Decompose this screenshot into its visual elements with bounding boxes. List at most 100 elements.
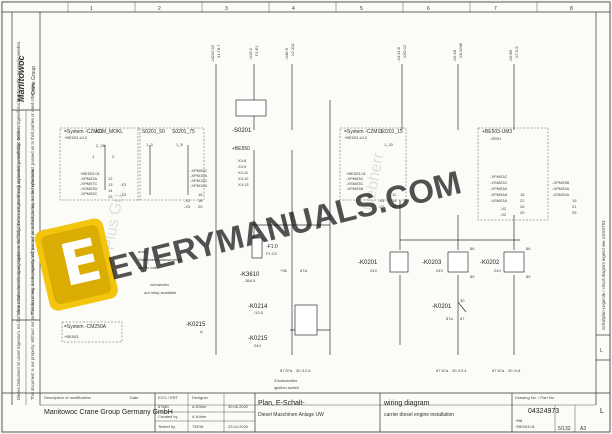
svg-text:X4:9: X4:9 <box>238 164 247 169</box>
svg-text:Startrelais/Anlasserrelais: Startrelais/Anlasserrelais <box>138 257 182 262</box>
right-legend-strip: Schaltplan-Legende / circuit diagram leg… <box>595 12 610 405</box>
svg-text:14: 14 <box>392 198 397 203</box>
svg-text:=System -CZM11: =System -CZM11 <box>64 129 103 135</box>
relay-k0214-coil <box>294 304 318 336</box>
svg-text:-XPM10A: -XPM10A <box>190 173 207 178</box>
svg-text:+36: +36 <box>280 268 288 273</box>
svg-text:87 87a: 87 87a <box>492 368 505 373</box>
svg-text:-X3: -X3 <box>184 204 191 209</box>
svg-text:ECO / ERT: ECO / ERT <box>158 395 178 400</box>
svg-text:+BE503.01: +BE503.01 <box>346 171 367 176</box>
legal-text-de: Dieses Dokument ist unser Eigentum. Es d… <box>16 41 21 315</box>
svg-text:30: 30 <box>460 298 465 303</box>
relay-k0201-contact-label: -K0201 <box>432 304 452 310</box>
svg-text:1: 1 <box>92 154 95 159</box>
relay-k3610-label: -K3610 <box>240 272 260 278</box>
svg-text:Description of modification: Description of modification <box>44 395 91 400</box>
svg-text:X4:11: X4:11 <box>238 170 249 175</box>
title-block: Description of modification Date Manitow… <box>2 392 610 432</box>
column-number: 5 <box>360 6 363 12</box>
svg-text:11: 11 <box>392 192 397 197</box>
svg-text:auto...: auto... <box>138 249 149 254</box>
svg-text:-XSM03C: -XSM03C <box>346 181 363 186</box>
svg-text:-XPM03B: -XPM03B <box>552 180 569 185</box>
column-number: 8 <box>570 6 573 12</box>
svg-text:-X4E:6: -X4E:6 <box>284 47 289 60</box>
brand-subtitle: Crane Group <box>31 66 37 95</box>
column-number: 4 <box>292 6 295 12</box>
svg-text:-XPM03A: -XPM03A <box>80 176 97 181</box>
svg-text:ignition switch: ignition switch <box>274 385 299 390</box>
svg-text:30 /12.6: 30 /12.6 <box>296 368 311 373</box>
revision: L <box>600 408 604 415</box>
svg-text:-XPM05C: -XPM05C <box>190 168 207 173</box>
column-ruler: 1 2 3 4 5 6 7 8 <box>67 2 573 12</box>
svg-text:Designer: Designer <box>192 395 209 400</box>
svg-text:19: 19 <box>392 204 397 209</box>
svg-text:87A: 87A <box>300 268 307 273</box>
svg-text:87a: 87a <box>446 316 453 321</box>
svg-text:14: 14 <box>108 188 113 193</box>
column-number: 6 <box>427 6 430 12</box>
top-references: -M202:93 31:T8.7 -X16:4 F1:E1 -X4E:6 X2:… <box>210 42 519 62</box>
svg-text:Date: Date <box>130 395 139 400</box>
svg-text:X7:0.8: X7:0.8 <box>514 46 519 58</box>
svg-text:-XPM10D: -XPM10D <box>190 183 207 188</box>
title-en: wiring diagram <box>383 400 430 407</box>
svg-text:=System -CZM11: =System -CZM11 <box>344 129 383 135</box>
relay-k0201-coil <box>389 251 409 273</box>
svg-text:30 /4.8: 30 /4.8 <box>508 368 521 373</box>
svg-text:A.Kötne: A.Kötne <box>192 404 207 409</box>
svg-text:-F1:0: -F1:0 <box>266 244 278 250</box>
relay-k0202-label: -K0202 <box>480 260 500 266</box>
svg-text:+BE550: +BE550 <box>232 146 250 152</box>
svg-text:1_20: 1_20 <box>384 142 394 147</box>
relay-k0202-coil <box>503 251 525 273</box>
svg-text:2_28: 2_28 <box>96 143 106 148</box>
svg-text:22: 22 <box>520 198 525 203</box>
svg-text:-364.5: -364.5 <box>244 278 256 283</box>
svg-text:20: 20 <box>520 210 525 215</box>
company-name: Manitowoc Crane Group Germany GmbH <box>44 409 173 416</box>
subtitle-en: carrier diesel engine installation <box>384 412 454 418</box>
svg-text:S0201_15: S0201_15 <box>380 129 403 135</box>
svg-text:13: 13 <box>108 182 113 187</box>
svg-text:24V: 24V <box>494 268 501 273</box>
svg-text:-XPM10C: -XPM10C <box>190 178 207 183</box>
svg-text:-XPM03A: -XPM03A <box>552 186 569 191</box>
strip-code: L <box>600 348 603 354</box>
svg-text:26: 26 <box>520 204 525 209</box>
svg-text:86: 86 <box>470 246 475 251</box>
svg-text:S0201_75: S0201_75 <box>172 129 195 135</box>
wires <box>60 64 520 355</box>
svg-text:20: 20 <box>198 204 203 209</box>
svg-text:-XSM03A: -XSM03A <box>490 198 507 203</box>
svg-text:-XPM03C: -XPM03C <box>490 174 507 179</box>
relay-k0203-coil <box>447 251 469 273</box>
svg-text:1_3: 1_3 <box>146 142 153 147</box>
svg-text:-XPM05A: -XPM05A <box>490 192 507 197</box>
svg-text:1_8: 1_8 <box>176 142 183 147</box>
svg-text:-X2: -X2 <box>500 206 507 211</box>
svg-text:-X2: -X2 <box>184 198 191 203</box>
svg-text:24V: 24V <box>254 343 261 348</box>
svg-text:25: 25 <box>572 210 577 215</box>
svg-text:24V: 24V <box>370 268 377 273</box>
svg-text:23.04.2020: 23.04.2020 <box>228 424 249 429</box>
svg-text:87: 87 <box>460 316 465 321</box>
subtitle-de: Diesel Maschinen Anlage UW <box>258 412 324 418</box>
svg-text:-X3: -X3 <box>378 198 385 203</box>
svg-text:21: 21 <box>572 204 577 209</box>
svg-text:-XPM03B: -XPM03B <box>346 186 363 191</box>
column-number: 1 <box>90 6 93 12</box>
svg-text:-X5:B9: -X5:B9 <box>508 49 513 62</box>
relay-k0201-label: -K0201 <box>358 260 378 266</box>
svg-text:86: 86 <box>526 246 531 251</box>
svg-text:87 87a: 87 87a <box>280 368 293 373</box>
svg-text:-XSM03A: -XSM03A <box>552 192 569 197</box>
svg-text:18: 18 <box>520 192 525 197</box>
relay-k0215-coil-label: -K0215 <box>248 336 268 342</box>
svg-text:+BE503-UL2: +BE503-UL2 <box>344 135 368 140</box>
svg-text:-M202:93: -M202:93 <box>210 44 215 62</box>
svg-text:X4:8: X4:8 <box>238 158 247 163</box>
